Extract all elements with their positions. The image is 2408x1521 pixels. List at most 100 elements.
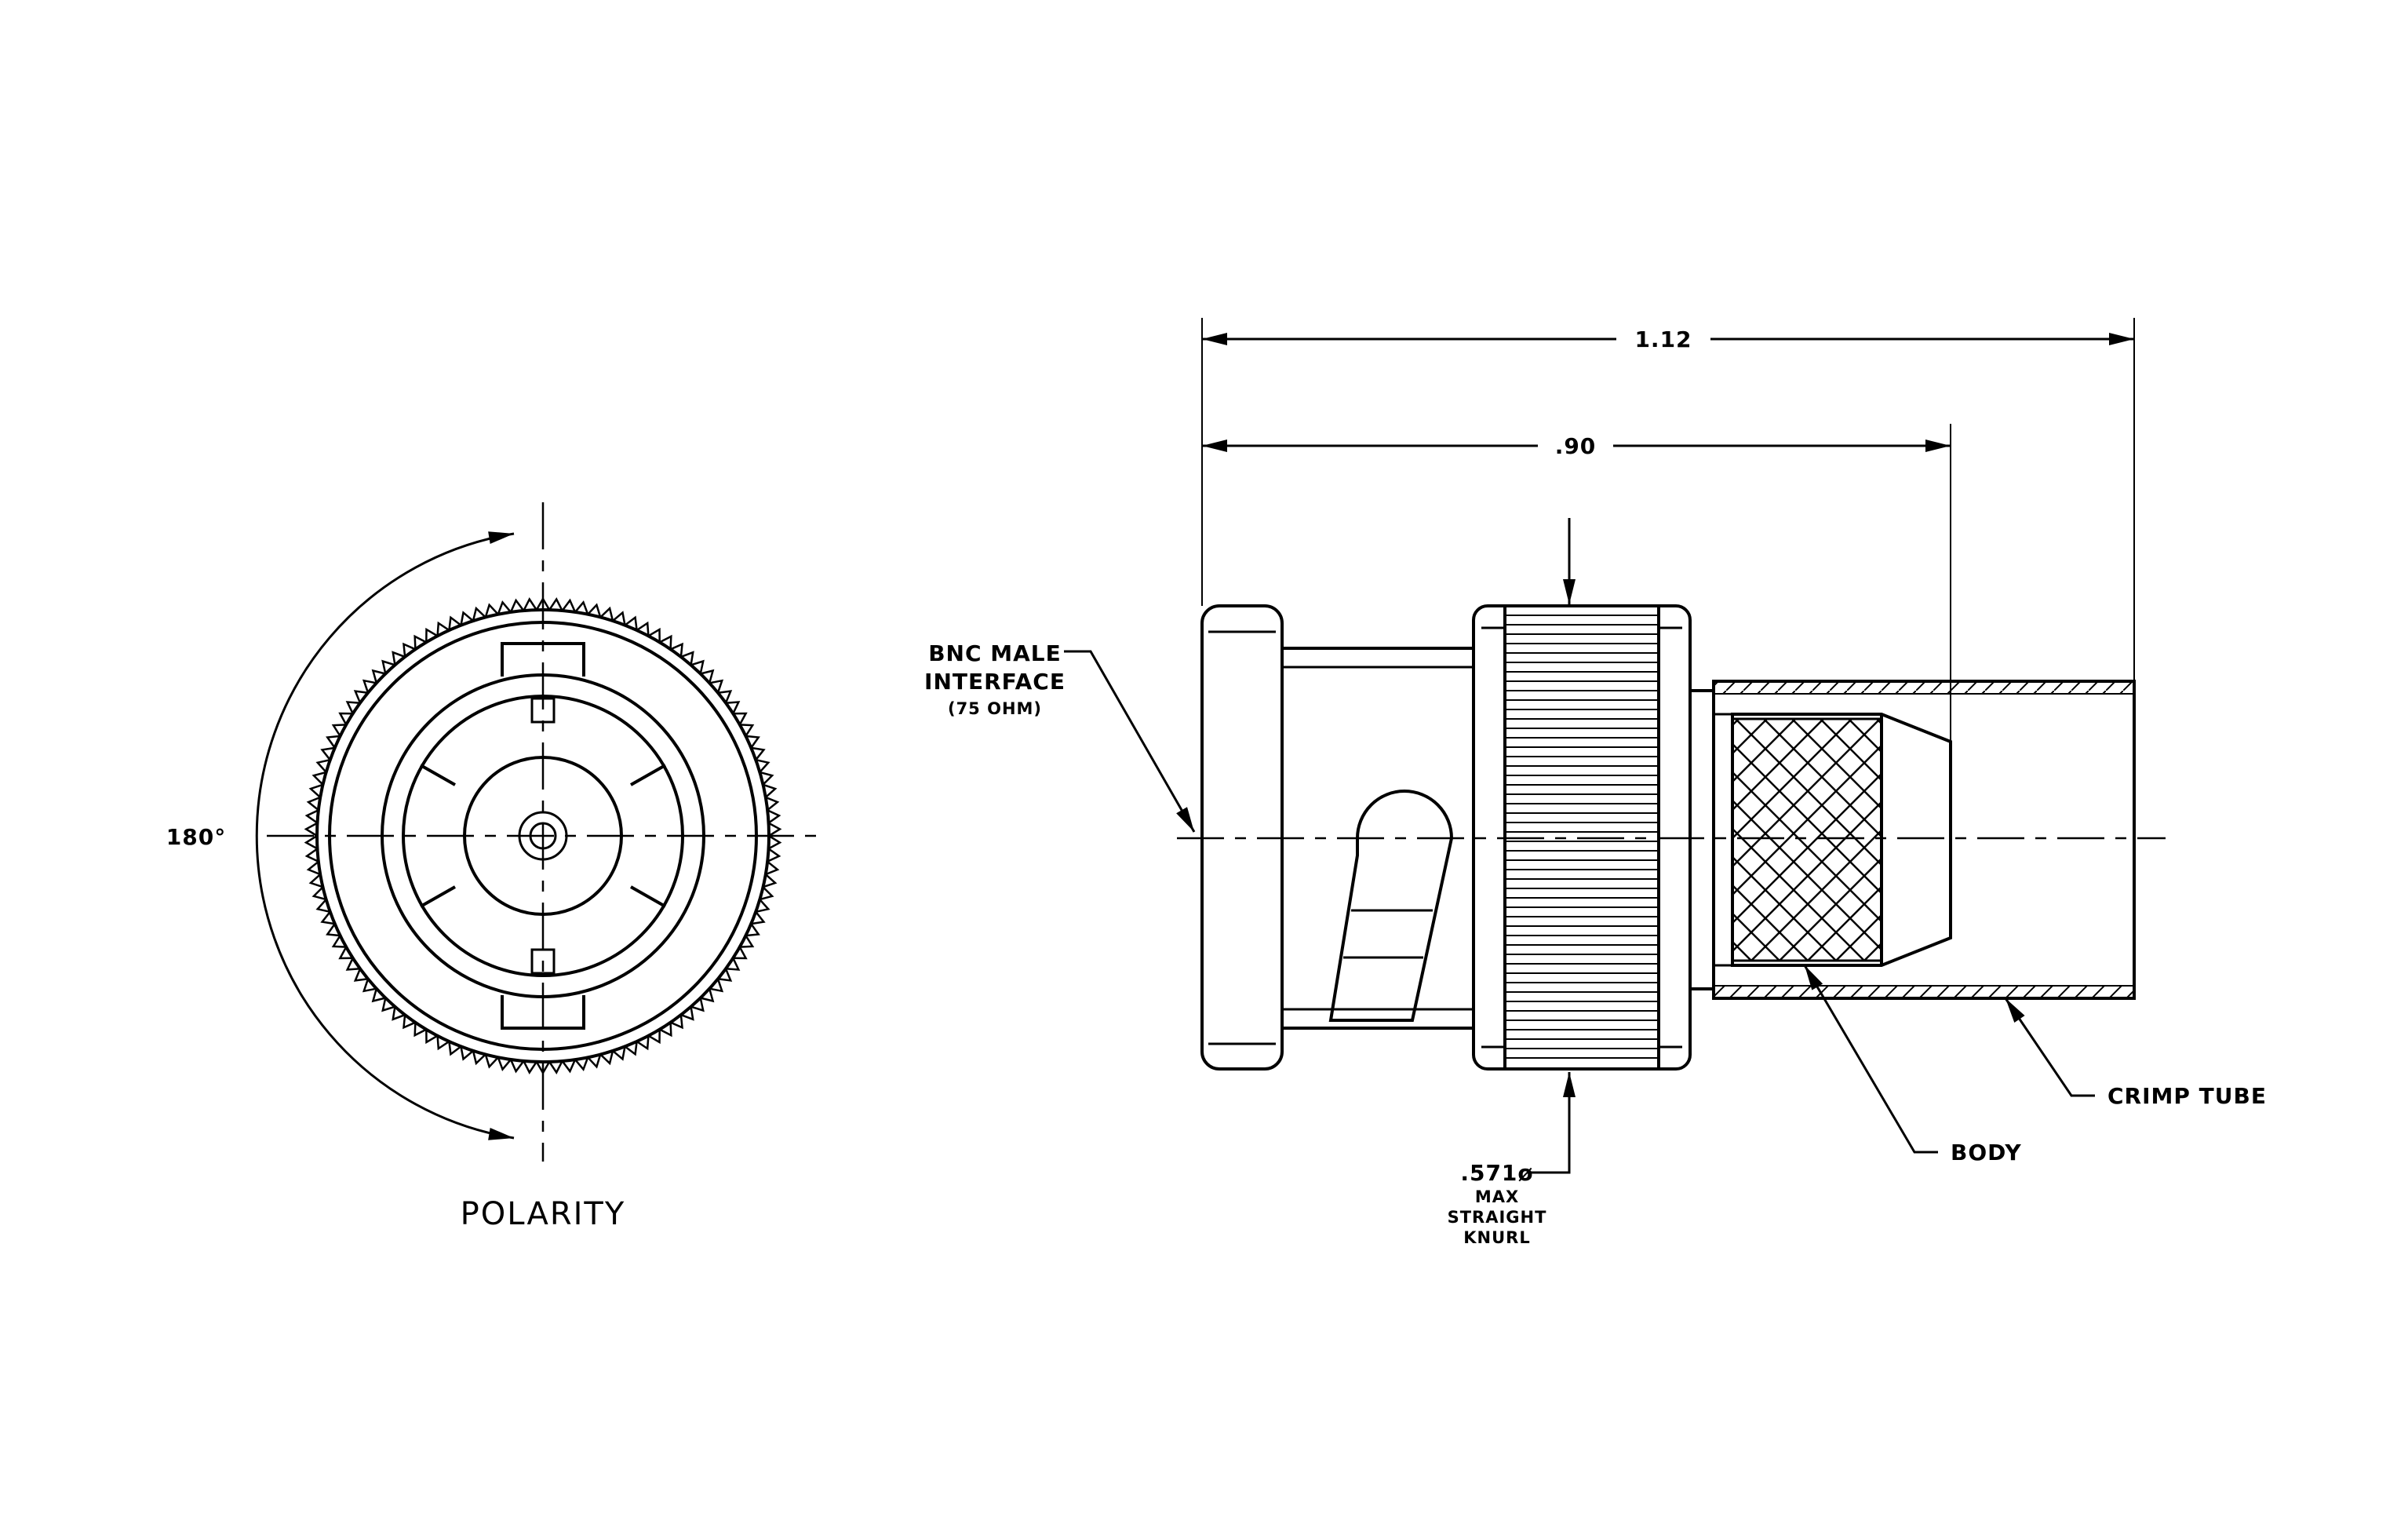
crimp-tube-wall-bottom [1713,985,2135,999]
knurl-tooth [624,1041,638,1056]
knurl-tooth [460,1046,474,1061]
knurl-tooth [733,712,748,725]
knurl-tooth [304,822,319,837]
knurl-tooth [733,947,748,960]
knurl-tooth [756,758,770,773]
knurl-tooth [561,1059,577,1074]
knurl-tooth [345,957,361,971]
callout-interface-leader [1064,650,1196,833]
knurl-tooth [362,978,377,993]
knurl-tooth [739,724,755,737]
knurl-tooth [403,1014,416,1030]
knurl-tooth [612,611,626,626]
knurl-tooth [647,1029,661,1045]
callout-interface-line3: (75 OHM) [948,699,1042,718]
knurl-tooth [680,651,694,666]
knurl-tooth [725,701,741,714]
knurl-tooth [331,724,347,737]
knurl-tooth [659,1022,672,1038]
knurl-tooth [315,758,330,773]
angle-label-bg [157,815,235,857]
knurl-tooth [535,1061,551,1075]
outer-ring-inner [328,621,758,1051]
knurl-tooth [304,809,319,824]
knurl-tooth [659,634,672,650]
knurl-tooth [392,651,406,666]
knurl-tooth [326,923,341,937]
polarity-view: 180° POLARITY [157,502,816,1232]
straight-knurl [1503,604,1660,1071]
knurl-tooth [690,998,705,1012]
dim-body-label: .90 [1555,433,1597,459]
center-pin-outer [518,811,568,861]
knurl-tooth [345,701,361,714]
knurl-tooth [320,746,335,760]
coupling-ring [381,673,705,998]
knurl-tooth [765,860,780,876]
knurl-tooth [326,735,341,749]
knurl-tooth [353,690,369,704]
knurl-tooth [612,1046,626,1061]
callout-body: BODY [1951,1140,2022,1165]
knurl-tooth [587,603,602,618]
side-view: 1.12 .90 [924,318,2267,1247]
knurl-tooth [306,796,321,812]
knurl-tooth [371,988,386,1003]
knurl-tooth [767,809,781,824]
knurl-tooth [425,627,439,643]
knurl-tooth [311,886,327,901]
knurl-tooth [751,911,766,925]
knurl-tooth [690,659,705,674]
knurl-tooth [756,899,770,914]
knurl-tooth [338,947,353,960]
center-pin [529,822,557,850]
knurl-tooth [331,935,347,948]
knurl-tooth [371,669,386,684]
knurl-tooth [472,1050,486,1066]
knurl-tooth [413,634,427,650]
knurl-tooth [448,615,462,631]
knurl-tooth [574,600,589,615]
finger-lower-left [420,885,456,908]
knurl-tooth [338,712,353,725]
knurl-tooth [448,1041,462,1056]
knurl-tooth [587,1054,602,1069]
knurl-tooth [413,1022,427,1038]
finger-upper-left [420,764,456,786]
knurl-tooth [362,679,377,694]
knurl-tooth [304,834,319,850]
angle-label: 180° [166,824,226,850]
bayonet-j-slot [1328,790,1454,1022]
knurl-tooth [561,598,577,613]
knurl-tooth [574,1056,589,1072]
knurl-tooth [353,968,369,982]
callout-interface-line2: INTERFACE [924,669,1066,695]
knurl-tooth [745,923,760,937]
knurl-tooth [392,1006,406,1021]
knurl-teeth [304,596,782,1075]
slot-bottom [530,948,556,975]
knurl-tooth [523,1060,537,1074]
knurl-tooth [647,627,661,643]
callout-crimp: CRIMP TUBE [2107,1083,2267,1109]
knurl-tooth [759,771,774,786]
knurl-tooth [306,860,321,876]
knurl-tooth [315,899,330,914]
knurl-tooth [624,615,638,631]
knurl-tooth [700,988,715,1003]
knurl-tooth [670,1014,683,1030]
finger-upper-right [630,764,666,786]
knurl-tooth [460,611,474,626]
knurl-tooth [599,1050,614,1066]
knurl-tooth [767,834,782,850]
body-ring [402,695,684,977]
knurl-tooth [308,783,323,798]
knurl-tooth [725,957,741,971]
callout-interface-line1: BNC MALE [928,640,1062,666]
knurl-tooth [403,642,416,658]
straight-knurl-lines [1505,615,1659,1059]
knurl-tooth [535,596,551,611]
knurl-tooth [739,935,755,948]
dim-overall-label: 1.12 [1634,326,1692,352]
